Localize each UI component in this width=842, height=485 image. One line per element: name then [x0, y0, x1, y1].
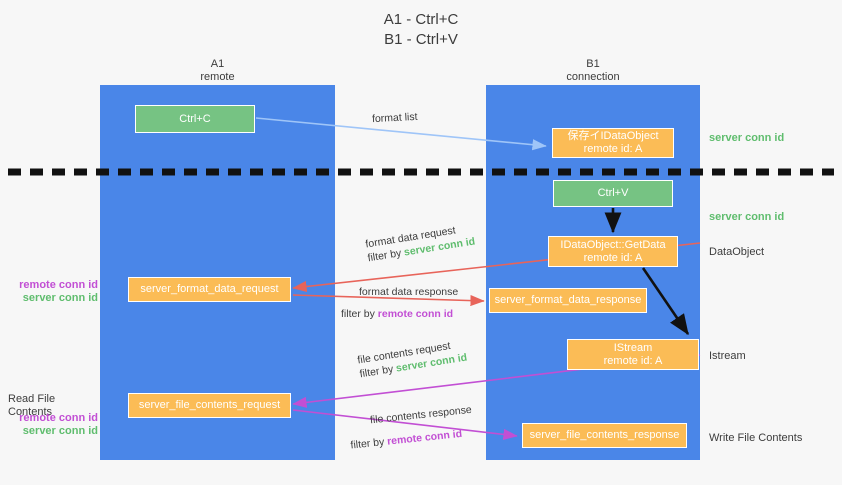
box-istream-title: IStream: [613, 341, 653, 354]
page-title: A1 - Ctrl+C B1 - Ctrl+V: [0, 10, 842, 50]
filter-remote-conn-id: remote conn id: [377, 308, 454, 320]
caption-file-contents-response-line: file contents response: [369, 403, 473, 427]
title-line-2: B1 - Ctrl+V: [384, 31, 458, 48]
box-idataobject-subtitle: remote id: A: [583, 143, 643, 155]
box-server-file-contents-request-label: server_file_contents_request: [138, 399, 281, 411]
filter-by-text: filter by: [349, 436, 385, 452]
caption-file-contents-request: file contents request filter by server c…: [356, 337, 468, 382]
label-read-file-contents: Read File Contents: [8, 393, 56, 418]
label-conn-ids-file: remote conn id server conn id: [10, 412, 98, 438]
filter-by-text: filter by: [358, 363, 395, 381]
label-conn-ids-format: remote conn id server conn id: [10, 279, 98, 305]
label-remote-conn-id-format: remote conn id: [19, 279, 98, 291]
box-istream-subtitle: remote id: A: [603, 354, 663, 367]
caption-file-contents-response-filter: filter by remote conn id: [350, 426, 475, 453]
lane-header-b1: B1 connection: [486, 58, 700, 84]
box-ctrl-v[interactable]: Ctrl+V: [553, 180, 673, 207]
caption-format-data-response-filter: filter by remote conn id: [341, 307, 458, 321]
box-idataobject-getdata[interactable]: IDataObject::GetData remote id: A: [548, 236, 678, 267]
box-server-format-data-response-label: server_format_data_response: [494, 294, 642, 306]
lane-header-b1-sub: connection: [566, 71, 620, 83]
lane-header-b1-name: B1: [586, 58, 600, 70]
filter-by-text: filter by: [341, 308, 375, 320]
box-server-format-data-request[interactable]: server_format_data_request: [128, 277, 291, 302]
box-server-format-data-response[interactable]: server_format_data_response: [489, 288, 647, 313]
lane-header-a1-sub: remote: [200, 71, 235, 83]
caption-format-data-response-line: format data response: [359, 286, 459, 298]
caption-format-data-request: format data request filter by server con…: [364, 221, 476, 266]
box-server-file-contents-request[interactable]: server_file_contents_request: [128, 393, 291, 418]
box-server-file-contents-response-label: server_file_contents_response: [529, 429, 680, 441]
caption-file-contents-response: file contents response filter by remote …: [350, 403, 474, 452]
label-remote-conn-id-file: remote conn id: [19, 412, 98, 424]
lane-header-a1-name: A1: [210, 58, 225, 70]
caption-format-list: format list: [371, 110, 418, 126]
lane-header-a1: A1 remote: [100, 58, 335, 84]
label-server-conn-id-second: server conn id: [709, 211, 785, 223]
box-ctrl-v-label: Ctrl+V: [597, 187, 629, 199]
label-write-file-contents: Write File Contents: [709, 432, 803, 444]
label-server-conn-id-format: server conn id: [22, 292, 98, 304]
box-getdata-title: IDataObject::GetData: [560, 238, 666, 251]
label-dataobject: DataObject: [709, 246, 765, 258]
label-server-conn-id-file: server conn id: [22, 425, 98, 437]
label-istream: Istream: [709, 350, 746, 362]
filter-remote-conn-id: remote conn id: [386, 427, 463, 448]
box-getdata-subtitle: remote id: A: [583, 251, 643, 264]
caption-format-data-response: format data response filter by remote co…: [341, 285, 459, 321]
box-ctrl-c-label: Ctrl+C: [179, 112, 211, 125]
title-line-1: A1 - Ctrl+C: [383, 11, 459, 28]
box-ctrl-c[interactable]: Ctrl+C: [135, 105, 255, 133]
box-idataobject-title: 保存イIDataObject: [567, 130, 659, 142]
box-server-format-data-request-label: server_format_data_request: [140, 283, 279, 295]
filter-by-text: filter by: [366, 247, 403, 265]
box-istream[interactable]: IStream remote id: A: [567, 339, 699, 370]
label-server-conn-id-top: server conn id: [709, 132, 785, 144]
box-server-file-contents-response[interactable]: server_file_contents_response: [522, 423, 687, 448]
box-idataobject[interactable]: 保存イIDataObject remote id: A: [552, 128, 674, 158]
